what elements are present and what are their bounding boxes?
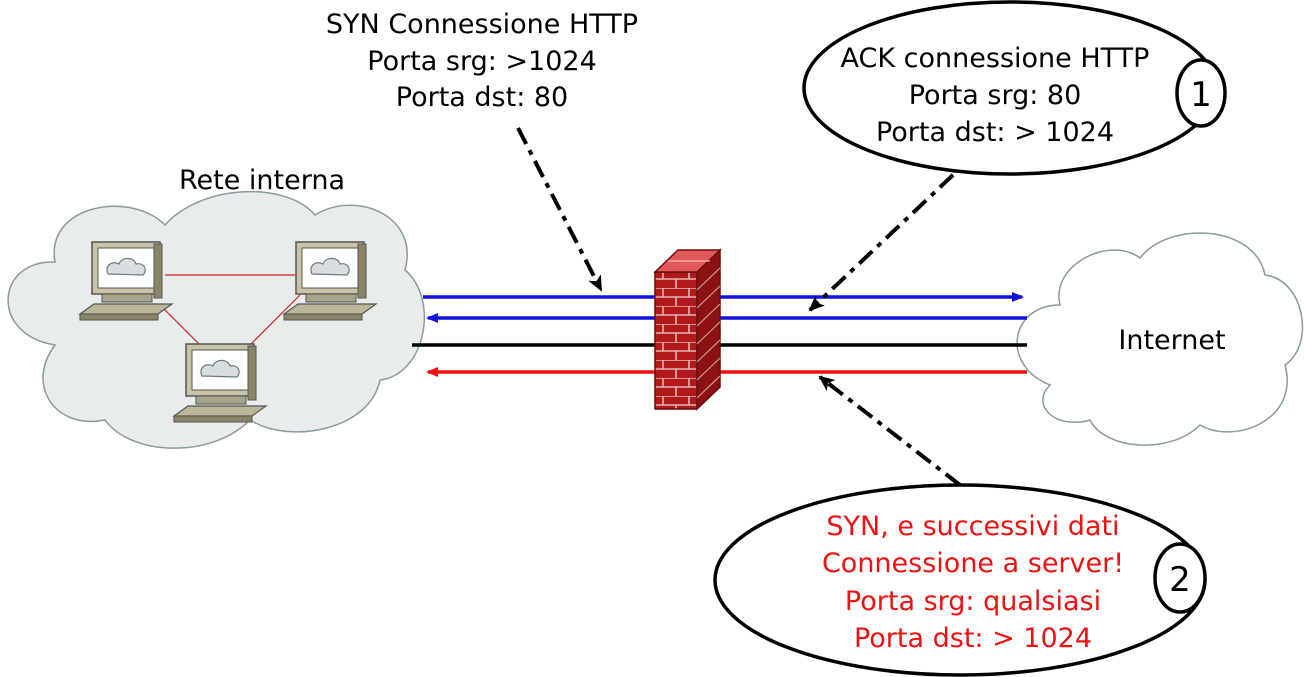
attack-callout: SYN, e successivi dati Connessione a ser… (713, 483, 1207, 677)
step-badge-2 (1153, 542, 1207, 614)
attack-label-line2: Connessione a server! (822, 548, 1124, 579)
ack-label-line3: Porta dst: > 1024 (876, 117, 1114, 148)
attack-label-line1: SYN, e successivi dati (826, 511, 1119, 542)
syn-label-line3: Porta dst: 80 (396, 82, 568, 113)
step-number-1: 1 (1190, 75, 1212, 115)
computer-icon (79, 241, 173, 321)
syn-label: SYN Connessione HTTP Porta srg: >1024 Po… (326, 9, 638, 113)
attack-pointer-arrow (818, 375, 962, 487)
computer-icon (283, 241, 377, 321)
syn-label-line2: Porta srg: >1024 (367, 46, 597, 77)
step-badge-1 (1175, 58, 1227, 128)
firewall-icon (653, 248, 722, 411)
attack-label-line4: Porta dst: > 1024 (854, 623, 1092, 654)
internet-cloud (1016, 232, 1304, 446)
computer-icon (173, 343, 267, 423)
syn-label-line1: SYN Connessione HTTP (326, 9, 638, 40)
internet-label: Internet (1118, 325, 1225, 356)
network-links (159, 274, 301, 346)
syn-pointer-arrow (516, 127, 603, 292)
ack-callout: ACK connessione HTTP Porta srg: 80 Porta… (802, 0, 1227, 176)
ack-label-line1: ACK connessione HTTP (841, 43, 1150, 74)
internal-network-label: Rete interna (179, 165, 345, 196)
attack-label-line3: Porta srg: qualsiasi (845, 586, 1101, 617)
ack-label-line2: Porta srg: 80 (909, 80, 1082, 111)
step-number-2: 2 (1169, 560, 1191, 600)
ack-pointer-arrow (808, 173, 955, 312)
